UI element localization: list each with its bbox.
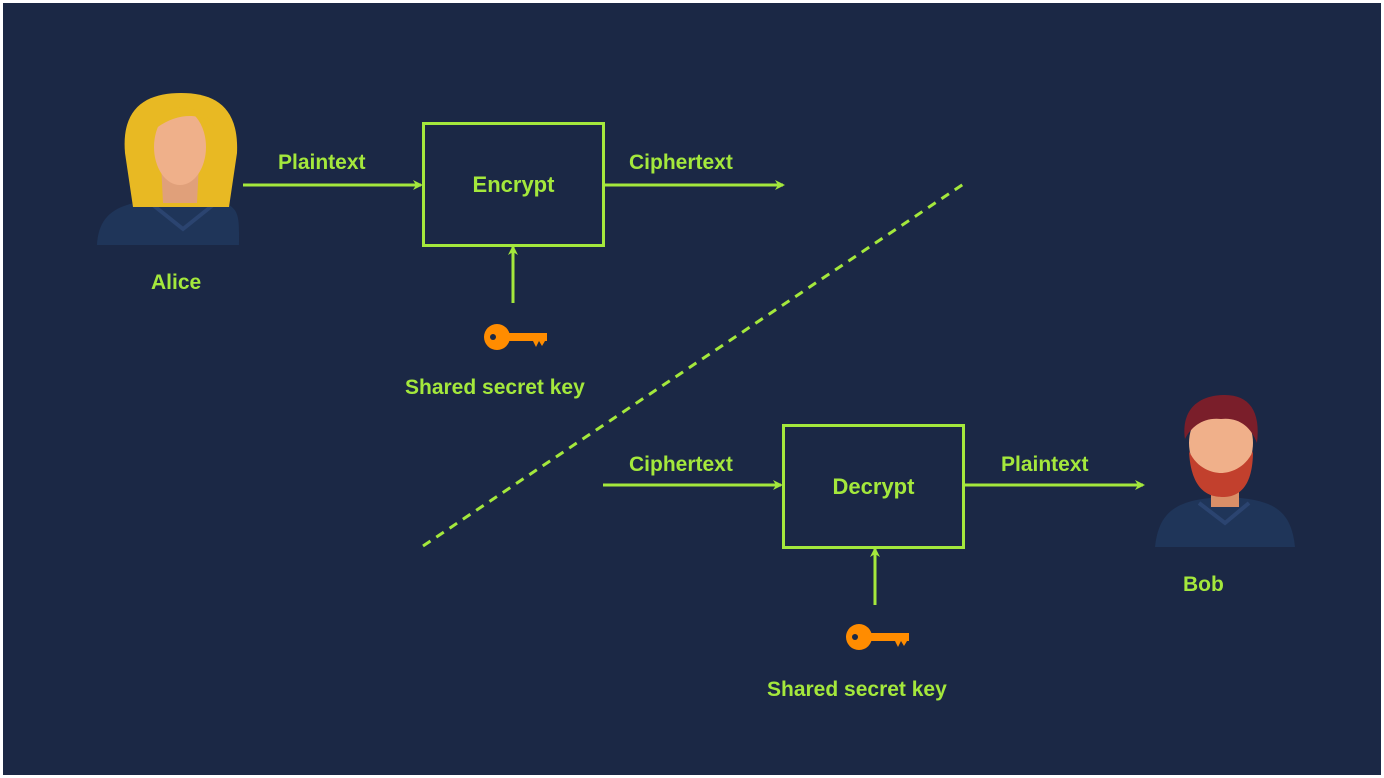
shared-key-label-decrypt: Shared secret key xyxy=(767,678,947,701)
channel-divider xyxy=(422,181,966,548)
decrypt-key-icon xyxy=(846,624,909,650)
ciphertext-label-bob: Ciphertext xyxy=(629,453,733,476)
encrypt-key-icon xyxy=(484,324,547,350)
bob-avatar xyxy=(1155,395,1295,547)
alice-name: Alice xyxy=(151,271,202,294)
diagram-canvas: Plaintext Encrypt Ciphertext Alice Share… xyxy=(3,3,1381,775)
plaintext-label-bob: Plaintext xyxy=(1001,453,1089,476)
encrypt-box: Encrypt xyxy=(422,122,605,247)
plaintext-label-alice: Plaintext xyxy=(278,151,366,174)
shared-key-label-encrypt: Shared secret key xyxy=(405,376,585,399)
bob-name: Bob xyxy=(1183,573,1224,596)
ciphertext-label-alice: Ciphertext xyxy=(629,151,733,174)
alice-avatar xyxy=(97,93,240,245)
decrypt-box: Decrypt xyxy=(782,424,965,549)
diagram-connectors xyxy=(97,93,1295,650)
encrypt-label: Encrypt xyxy=(472,171,555,197)
decrypt-label: Decrypt xyxy=(832,473,915,499)
